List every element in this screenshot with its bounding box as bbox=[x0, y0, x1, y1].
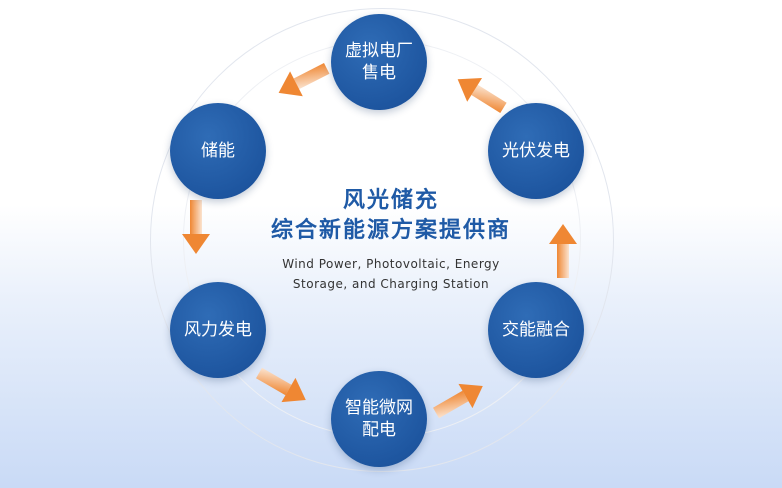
node-smart-microgrid: 智能微网 配电 bbox=[331, 371, 427, 467]
node-label-smart-microgrid: 智能微网 配电 bbox=[345, 398, 413, 440]
node-label-energy-storage: 储能 bbox=[201, 141, 235, 161]
arrow-vpp-to-storage bbox=[278, 63, 330, 97]
center-title-line2: 综合新能源方案提供商 bbox=[270, 218, 511, 243]
center-title-line1: 风光储充 bbox=[342, 188, 439, 213]
node-label-transport-energy-fusion: 交能融合 bbox=[502, 320, 570, 340]
arrow-ac-to-pv bbox=[549, 224, 577, 278]
node-energy-storage: 储能 bbox=[170, 103, 266, 199]
node-photovoltaic: 光伏发电 bbox=[488, 103, 584, 199]
node-label-virtual-power-plant: 虚拟电厂 售电 bbox=[345, 41, 413, 83]
arrow-wind-to-microgrid bbox=[256, 367, 306, 403]
node-transport-energy-fusion: 交能融合 bbox=[488, 282, 584, 378]
arrow-storage-to-wind bbox=[182, 200, 210, 254]
arrow-pv-to-vpp bbox=[457, 78, 507, 113]
center-subtitle: Wind Power, Photovoltaic, Energy Storage… bbox=[230, 254, 552, 294]
node-virtual-power-plant: 虚拟电厂 售电 bbox=[331, 14, 427, 110]
node-label-wind-power: 风力发电 bbox=[184, 320, 252, 340]
center-text-block: 风光储充 综合新能源方案提供商 Wind Power, Photovoltaic… bbox=[230, 186, 552, 294]
center-subtitle-line1: Wind Power, Photovoltaic, Energy bbox=[282, 257, 500, 271]
node-wind-power: 风力发电 bbox=[170, 282, 266, 378]
arrow-microgrid-to-ac bbox=[433, 383, 483, 419]
node-label-photovoltaic: 光伏发电 bbox=[502, 141, 570, 161]
center-subtitle-line2: Storage, and Charging Station bbox=[292, 277, 490, 291]
